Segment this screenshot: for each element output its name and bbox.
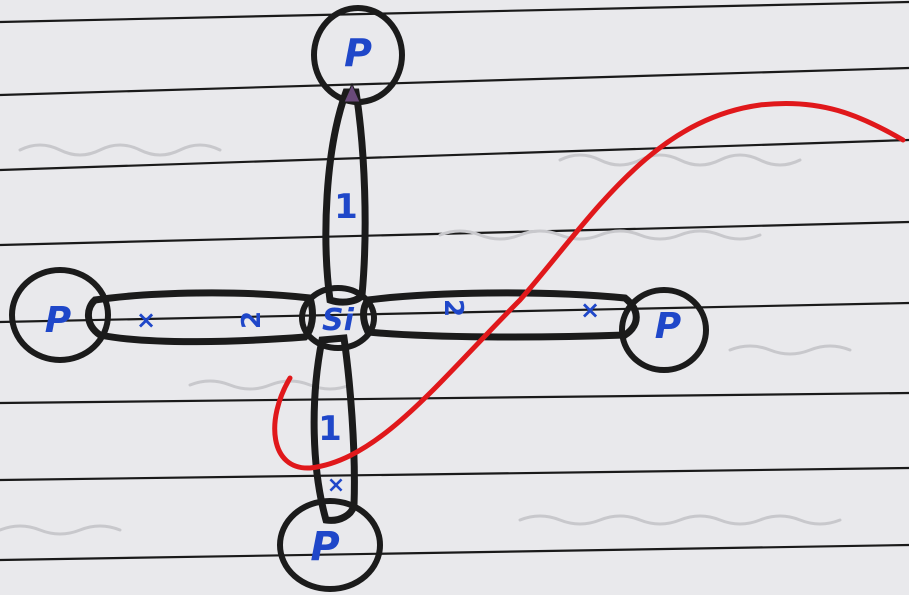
atom-bottom-circle <box>277 498 383 592</box>
bonds <box>85 88 640 524</box>
atom-left-label: P <box>45 300 71 341</box>
bond-bottom-lobe <box>310 334 358 524</box>
bond-top-lobe <box>322 88 369 306</box>
bond-left-cross: × <box>136 306 156 334</box>
rule-line <box>0 138 909 172</box>
bond-right-cross: × <box>580 296 600 324</box>
rule-line <box>0 0 909 24</box>
atom-labels: P P P P Si <box>45 31 681 570</box>
bond-bottom-cross: × <box>327 473 345 498</box>
atom-bottom-label: P <box>310 524 339 570</box>
atom-left-circle <box>9 267 111 363</box>
bond-numbers: 1 1 2 2 <box>237 187 468 449</box>
rule-line <box>0 220 909 247</box>
rule-line <box>0 301 909 324</box>
rule-line <box>0 543 909 562</box>
ruled-lines <box>0 0 909 562</box>
atom-top-label: P <box>344 31 372 75</box>
rule-line <box>0 466 909 482</box>
bond-bottom-number: 1 <box>318 409 342 449</box>
bond-left-number: 2 <box>237 311 267 329</box>
atom-right-label: P <box>655 306 681 347</box>
atom-right-circle <box>619 287 709 373</box>
atom-circles <box>9 5 709 592</box>
rule-line <box>0 391 909 405</box>
atom-center-label: Si <box>322 303 355 338</box>
atom-center-circle <box>299 285 377 351</box>
rule-line <box>0 66 909 97</box>
electron-marks: × × × <box>136 296 600 498</box>
bleed-through-marks <box>0 143 852 536</box>
red-overlay-curve <box>272 100 906 471</box>
top-bond-arrowhead <box>343 82 361 103</box>
bond-right-number: 2 <box>438 299 468 317</box>
bond-top-number: 1 <box>334 187 358 227</box>
